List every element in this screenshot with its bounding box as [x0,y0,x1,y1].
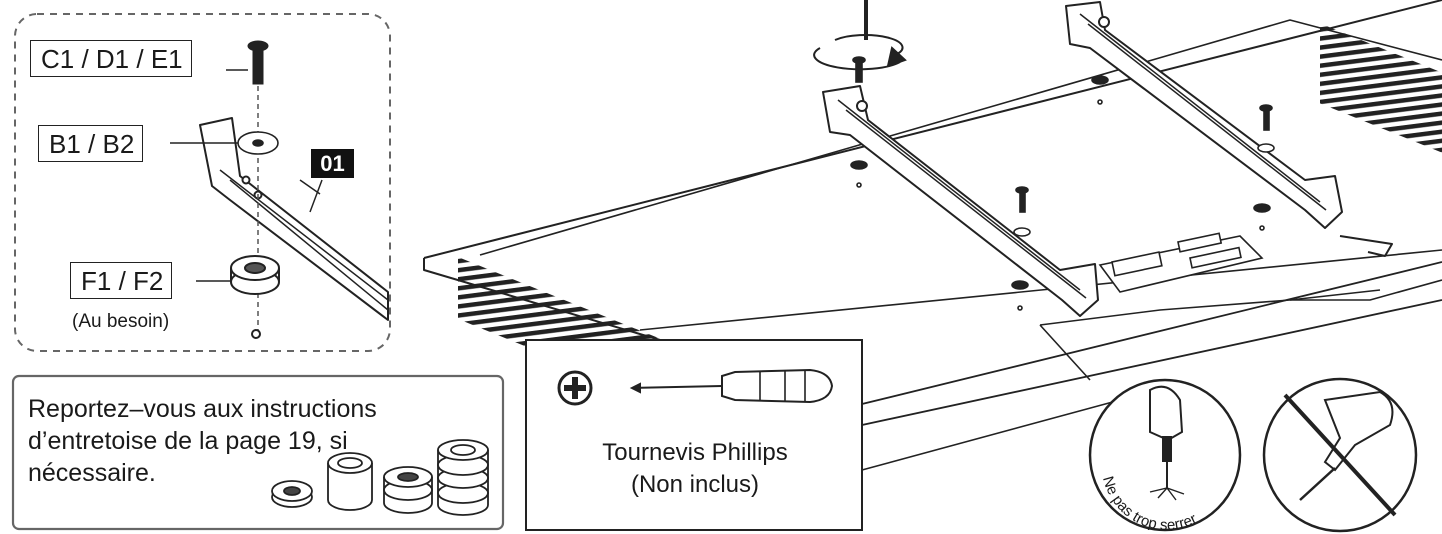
rotation-arrows [813,0,907,71]
spacer-note-box [11,374,505,531]
detail-callout-frame [14,13,391,352]
screwdriver-icon [629,368,834,404]
label-leader-lines [170,69,323,282]
washer-label: B1 / B2 [38,125,144,162]
tool-box [525,339,863,531]
no-power-drill-icon [1262,377,1418,533]
as-needed-note: (Au besoin) [72,311,170,332]
step-badge: 01 [311,149,354,178]
detail-washer [237,131,279,155]
warning-caption: Ne pas trop serrer [1099,474,1199,530]
screw-label: C1 / D1 / E1 [30,40,192,77]
spacer-label: F1 / F2 [70,262,173,299]
vent-grille-right [1320,23,1442,153]
detail-screw [247,40,269,85]
detail-bracket [199,117,389,321]
phillips-icon [557,370,593,406]
warning-caption-svg: Ne pas trop serrer [1099,474,1199,530]
detail-spacer [230,255,280,339]
do-not-overtighten-icon [1088,378,1242,532]
spacer-instructions-text: Reportez–vous aux instructions d’entreto… [28,395,377,487]
circuit-board [1098,232,1264,293]
screws-on-tv [850,56,1275,311]
mounting-bracket-right [1065,1,1393,257]
spacer-icons [271,439,489,516]
tv-back-panel [423,0,1442,471]
tool-note: (Non inclus) [630,471,760,498]
mounting-bracket-left [822,85,1099,317]
tool-name: Tournevis Phillips [602,439,788,466]
